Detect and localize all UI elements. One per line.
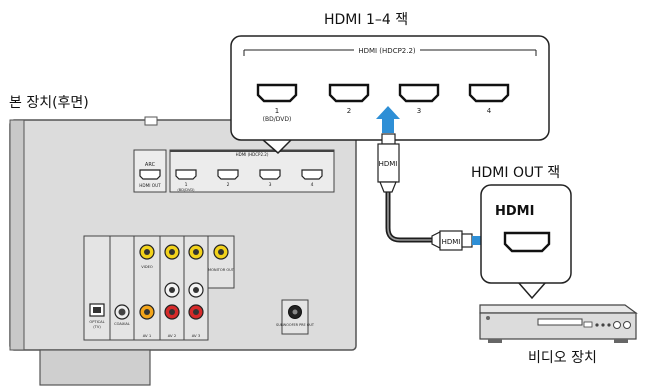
hdmi-inputs-title: HDMI 1–4 잭 [324,12,409,28]
device-button-1 [486,316,490,320]
optical-frame [83,235,111,341]
av3-label: AV 3 [192,333,201,338]
disc-tray [537,318,583,326]
av3-audio-l-core [193,287,199,293]
hdmi-out-small-label: HDMI OUT [139,183,161,188]
out-callout-pointer [517,281,547,300]
hdmi-out-port-icon [503,231,551,253]
av3-audio-r-core [193,309,199,315]
small-hdmi-header: HDMI (HDCP2.2) [236,152,269,157]
video-device-top [479,304,638,314]
hdmi-out-title: HDMI OUT 잭 [471,165,561,181]
hdmi-port-4-icon [468,83,510,103]
rear-panel-edge [9,119,25,351]
hdmi-out-box-label: HDMI [495,204,535,219]
hdmi-out-small-icon [139,169,161,180]
small-hdmi-num-2: 2 [227,182,230,188]
av2-audio-r-core [169,309,175,315]
video-device [479,304,638,343]
av1-coaxial-core [144,309,150,315]
small-hdmi-header-bar [170,150,334,152]
vertical-plug-label: HDMI [379,160,398,168]
small-hdmi-port-2 [217,169,239,180]
hdmi-port-1-sub: (BD/DVD) [263,116,292,123]
monitor-out-core [218,249,224,255]
small-hdmi-port-4 [301,169,323,180]
av2-video-core [169,249,175,255]
device-foot-left [488,339,502,343]
small-hdmi-num-3: 3 [269,182,272,188]
av1-label: AV 1 [143,333,152,338]
device-foot-right [614,339,628,343]
subwoofer-label: SUBWOOFER PRE OUT [276,323,315,327]
monitor-out-label: MONITOR OUT [208,268,235,272]
device-button-3 [601,323,605,327]
horizontal-plug-label: HDMI [442,238,461,246]
optical-jack-inner [93,307,101,313]
coaxial-jack-core [118,308,126,316]
device-knob-2 [623,321,631,329]
callout-pointer [261,138,293,155]
cable-body [385,192,432,243]
video-label: VIDEO [141,265,153,269]
unit-rear-title: 본 장치(후면) [9,95,89,111]
top-notch [144,116,158,126]
small-hdmi-num-4: 4 [311,182,314,188]
cable-highlight [387,192,432,241]
av3-video-core [193,249,199,255]
horizontal-plug-tip [461,233,473,248]
video-device-title: 비디오 장치 [528,350,597,366]
hdmi-port-1-icon [256,83,298,103]
optical-label: OPTICAL [89,320,104,324]
arrow-up-icon [376,106,400,133]
small-hdmi-port-1 [175,169,197,180]
hdmi-port-2-icon [328,83,370,103]
subwoofer-core [292,309,298,315]
hdmi-port-1-num: 1 [275,107,279,115]
optical-sub: (TV) [93,325,101,329]
device-button-2 [595,323,599,327]
rear-panel: ARC HDMI OUT HDMI (HDCP2.2) 1 (BD/DVD) 2… [9,116,357,386]
device-knob-1 [613,321,621,329]
vertical-plug-neck [379,181,397,193]
small-hdmi-sub-1: (BD/DVD) [177,188,195,192]
hdmi-port-4-num: 4 [487,107,492,115]
coaxial-label: COAXIAL [114,322,130,326]
video-device-body [479,312,637,340]
small-hdmi-num-1: 1 [185,182,188,188]
av1-video-core [144,249,150,255]
small-hdmi-port-3 [259,169,281,180]
hdmi-out-callout [480,184,572,300]
av2-label: AV 2 [168,333,177,338]
device-button-4 [607,323,611,327]
monitor-out-frame [207,235,235,289]
hdmi-port-3-num: 3 [417,107,421,115]
hdmi-port-2-num: 2 [347,107,351,115]
horizontal-plug-neck [431,231,441,249]
vertical-plug-tip [381,133,396,145]
rear-panel-foot [39,349,151,386]
av2-audio-l-core [169,287,175,293]
hdmi-panel-header: HDMI (HDCP2.2) [358,47,416,55]
hdmi-port-3-icon [398,83,440,103]
hdmi-input-callout: HDMI (HDCP2.2) 1 (BD/DVD) 2 3 4 [230,35,550,155]
arc-label: ARC [145,162,156,168]
display-window [583,321,593,328]
